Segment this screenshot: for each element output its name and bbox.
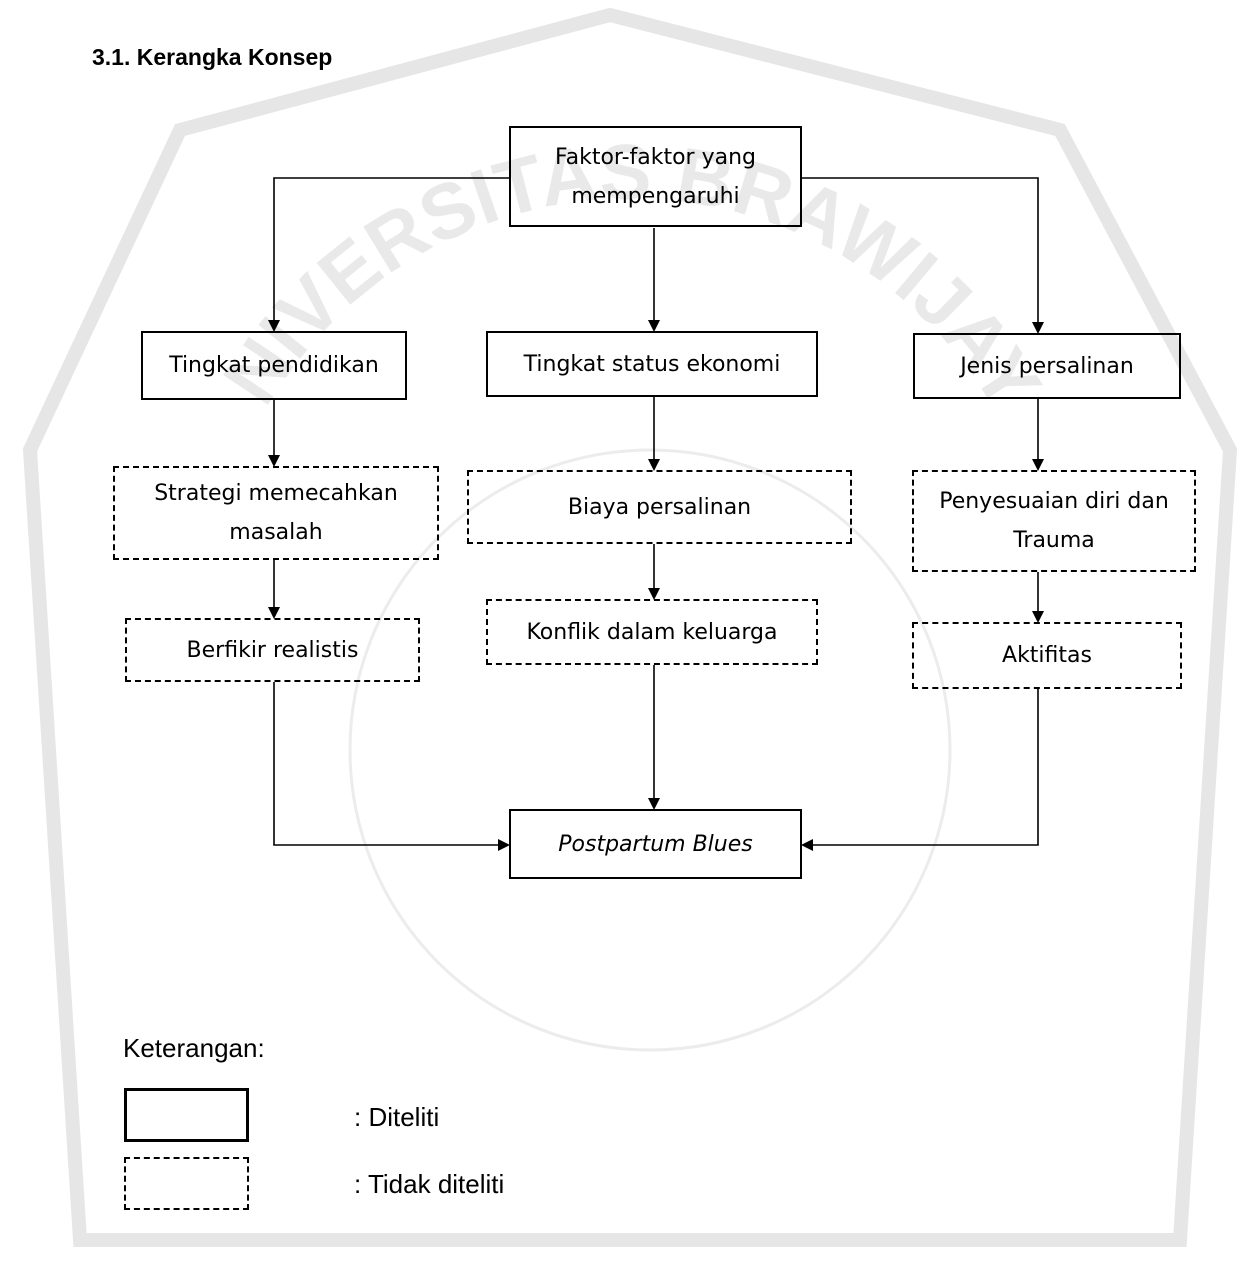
- arrow-top-to-pendidikan: [268, 177, 510, 332]
- node-konflik-label: Konflik dalam keluarga: [526, 619, 778, 645]
- legend-solid-label: : Diteliti: [354, 1102, 440, 1132]
- section-heading: 3.1. Kerangka Konsep: [92, 44, 333, 70]
- node-tingkat-status-ekonomi: Tingkat status ekonomi: [486, 331, 818, 397]
- watermark-emblem: [348, 448, 952, 1052]
- node-aktifitas: Aktifitas: [912, 622, 1182, 689]
- arrow-aktifitas-to-outcome: [801, 689, 1039, 851]
- node-aktifitas-label: Aktifitas: [1002, 643, 1092, 668]
- arrow-berfikir-to-outcome: [273, 682, 510, 851]
- legend-solid-swatch: [124, 1088, 249, 1142]
- node-berfikir-realistis: Berfikir realistis: [125, 618, 420, 682]
- node-jenis-persalinan-label: Jenis persalinan: [960, 353, 1134, 379]
- watermark-shield-outline: [22, 7, 1238, 1247]
- node-tingkat-status-ekonomi-label: Tingkat status ekonomi: [523, 351, 781, 377]
- node-biaya-label: Biaya persalinan: [567, 494, 752, 520]
- node-berfikir-label: Berfikir realistis: [186, 637, 359, 663]
- node-tingkat-pendidikan-label: Tingkat pendidikan: [169, 353, 379, 378]
- node-faktor: Faktor-faktor yang mempengaruhi: [509, 126, 802, 227]
- node-faktor-label: Faktor-faktor yang mempengaruhi: [554, 144, 757, 209]
- legend-dashed-label: : Tidak diteliti: [354, 1169, 505, 1199]
- node-penyesuaian-diri: Penyesuaian diri dan Trauma: [912, 470, 1196, 572]
- node-postpartum-blues: Postpartum Blues: [509, 809, 802, 879]
- node-penyesuaian-label: Penyesuaian diri dan Trauma: [939, 489, 1169, 553]
- node-strategi-memecahkan-masalah: Strategi memecahkan masalah: [113, 466, 439, 560]
- node-biaya-persalinan: Biaya persalinan: [467, 470, 852, 544]
- node-jenis-persalinan: Jenis persalinan: [913, 333, 1181, 399]
- node-tingkat-pendidikan: Tingkat pendidikan: [141, 331, 407, 400]
- node-strategi-label: Strategi memecahkan masalah: [154, 481, 398, 545]
- node-konflik-dalam-keluarga: Konflik dalam keluarga: [486, 599, 818, 665]
- node-postpartum-blues-label: Postpartum Blues: [558, 831, 753, 857]
- legend-title: Keterangan:: [123, 1033, 265, 1063]
- legend-dashed-swatch: [124, 1157, 249, 1210]
- arrow-top-to-persalinan: [801, 177, 1044, 334]
